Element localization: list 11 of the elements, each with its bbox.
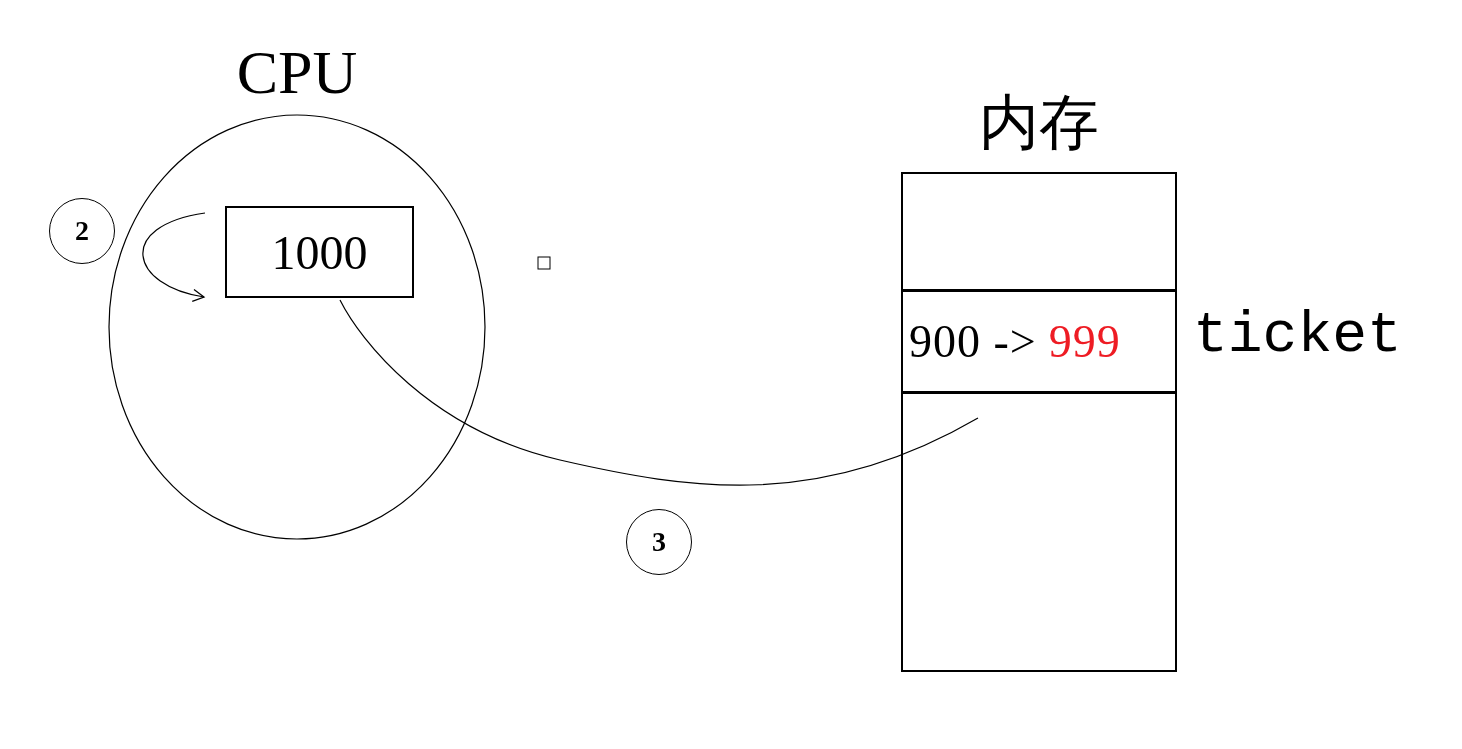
curved-arrow	[142, 212, 206, 302]
memory-cell	[901, 392, 1177, 672]
value-text: 900 ->	[909, 315, 1037, 368]
new-value-text: 999	[1048, 315, 1121, 368]
memory-cell	[901, 172, 1177, 291]
memory-cell	[901, 290, 1177, 393]
value-box: 1000	[225, 206, 414, 298]
heading: CPU	[235, 40, 359, 104]
heading: 内存	[978, 89, 1100, 158]
curved-line	[339, 299, 979, 486]
variable-label: ticket	[1193, 306, 1402, 366]
